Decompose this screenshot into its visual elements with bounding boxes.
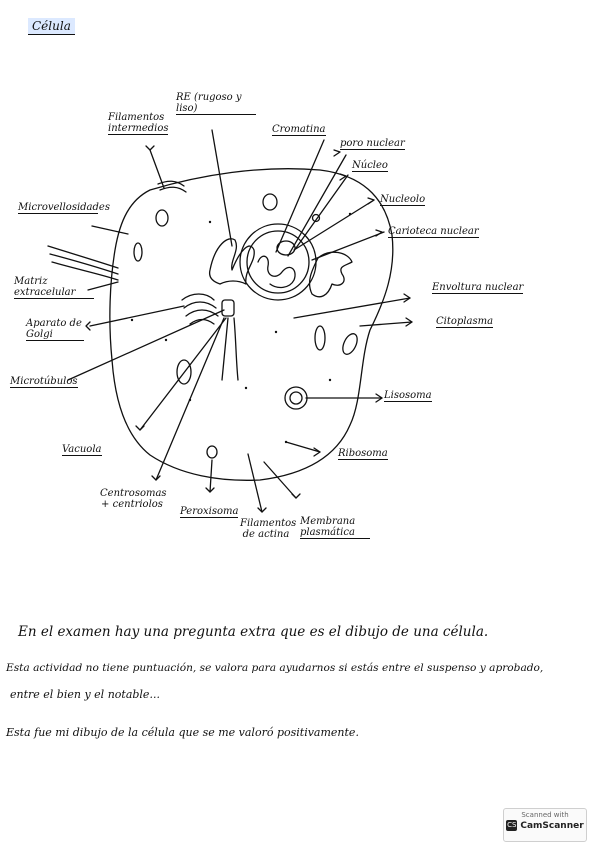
microtubule-shape <box>221 317 239 381</box>
label-golgi: Aparato de Golgi <box>26 318 84 341</box>
golgi-shape <box>181 293 219 325</box>
label-nucleus: Núcleo <box>352 160 388 172</box>
note-line-3: entre el bien y el notable... <box>10 688 160 701</box>
label-nucleolus: Nucleolo <box>380 194 426 206</box>
lysosome-shape <box>284 386 308 410</box>
label-ribosome: Ribosoma <box>338 448 388 460</box>
er-left-shape <box>208 238 255 285</box>
page-title: Célula <box>28 18 75 35</box>
stamp-app-name: CamScanner <box>520 820 584 831</box>
label-nuclear-pore: poro nuclear <box>340 138 405 150</box>
label-extracellular-matrix: Matriz extracelular <box>14 276 94 299</box>
vacuole-shape <box>176 359 192 385</box>
label-cytoplasm: Citoplasma <box>436 316 494 328</box>
er-right-shape <box>308 251 353 298</box>
label-intermediate-filaments: Filamentos intermedios <box>108 112 169 135</box>
label-endoplasmic-reticulum: RE (rugoso y liso) <box>176 92 256 115</box>
label-plasma-membrane: Membrana plasmática <box>300 516 370 539</box>
label-actin-filaments: Filamentos de actina <box>240 518 297 540</box>
nucleus-inner <box>246 230 310 294</box>
label-microtubules: Microtúbulos <box>10 376 78 388</box>
label-nuclear-envelope: Envoltura nuclear <box>432 282 524 294</box>
label-carioteca: Carioteca nuclear <box>388 226 479 238</box>
note-line-4: Esta fue mi dibujo de la célula que se m… <box>6 726 359 739</box>
nucleolus-shape <box>276 240 296 256</box>
label-centrosomes: Centrosomas + centriolos <box>100 488 167 510</box>
camscanner-logo-icon: CS <box>506 820 518 831</box>
label-microvilli: Microvellosidades <box>18 202 110 214</box>
label-peroxisome: Peroxisoma <box>180 506 239 518</box>
note-line-2: Esta actividad no tiene puntuación, se v… <box>6 662 544 674</box>
label-lysosome: Lisosoma <box>384 390 432 402</box>
centriole-shape <box>221 299 235 317</box>
label-chromatin: Cromatina <box>272 124 326 136</box>
chromatin-shape <box>257 255 296 289</box>
camscanner-stamp: Scanned with CS CamScanner <box>503 808 587 842</box>
stamp-scanned-with: Scanned with <box>521 811 569 819</box>
label-vacuole: Vacuola <box>62 444 102 456</box>
note-line-1: En el examen hay una pregunta extra que … <box>18 624 489 640</box>
